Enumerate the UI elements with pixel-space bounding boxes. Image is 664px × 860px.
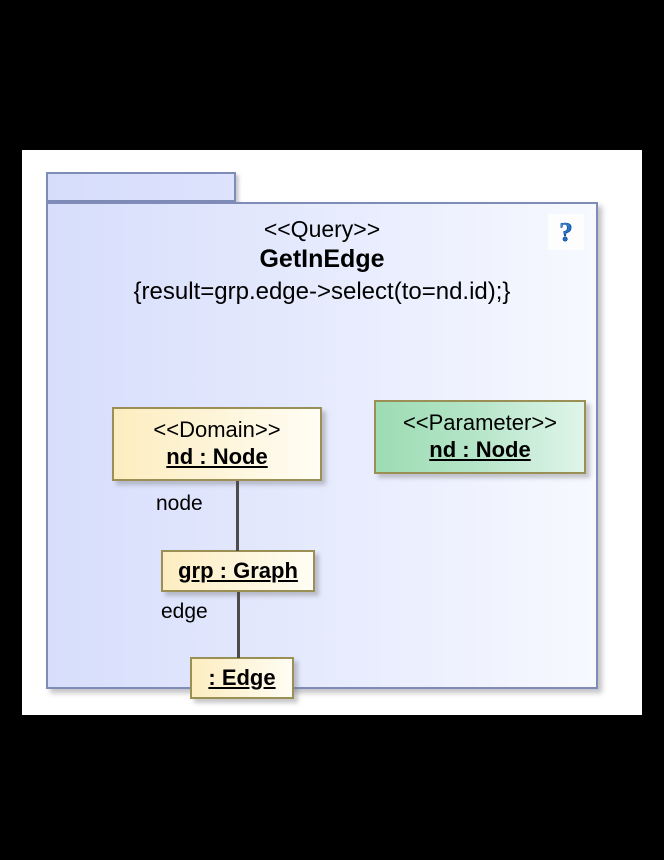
connector-label-edge: edge — [161, 600, 208, 623]
connector-node-link — [236, 481, 239, 551]
object-name: nd : Node — [166, 444, 268, 470]
diagram-canvas: <<Query>> GetInEdge {result=grp.edge->se… — [22, 150, 642, 715]
object-stereotype: <<Parameter>> — [402, 410, 558, 436]
object-box-edge[interactable]: : Edge — [190, 657, 294, 699]
connector-label-node: node — [156, 492, 203, 515]
package-name: GetInEdge — [259, 245, 385, 274]
package-stereotype: <<Query>> — [263, 216, 381, 242]
object-stereotype: <<Domain>> — [153, 417, 281, 443]
svg-text:?: ? — [559, 217, 573, 247]
object-name: : Edge — [208, 664, 276, 690]
package-constraint: {result=grp.edge->select(to=nd.id);} — [133, 277, 511, 305]
connector-edge-link — [237, 592, 240, 658]
object-box-domain-node[interactable]: <<Domain>> nd : Node — [112, 407, 322, 481]
object-box-graph[interactable]: grp : Graph — [161, 550, 315, 592]
question-mark-icon[interactable]: ? — [548, 214, 584, 250]
object-name: nd : Node — [429, 437, 531, 463]
package-header: <<Query>> GetInEdge {result=grp.edge->se… — [48, 216, 596, 306]
package-tab[interactable] — [46, 172, 236, 202]
package-body[interactable]: <<Query>> GetInEdge {result=grp.edge->se… — [46, 202, 598, 699]
object-box-parameter-node[interactable]: <<Parameter>> nd : Node — [374, 400, 586, 474]
object-name: grp : Graph — [178, 557, 298, 583]
